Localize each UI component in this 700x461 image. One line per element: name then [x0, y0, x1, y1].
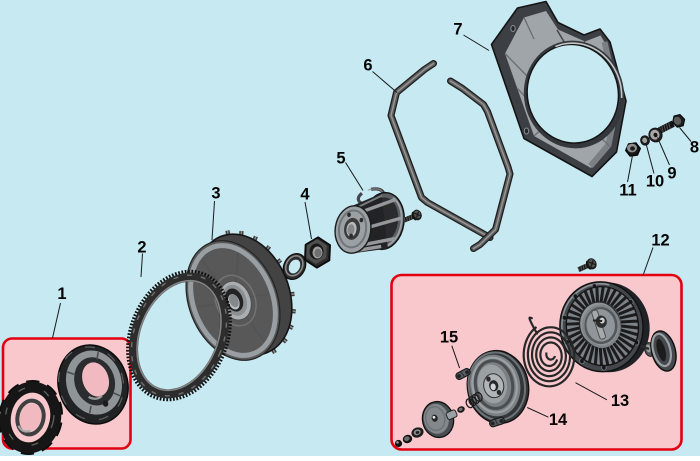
svg-text:11: 11 — [619, 182, 636, 200]
svg-text:3: 3 — [211, 185, 220, 203]
svg-text:6: 6 — [363, 57, 372, 75]
svg-text:4: 4 — [300, 186, 310, 204]
svg-text:5: 5 — [336, 150, 345, 168]
svg-text:14: 14 — [549, 411, 568, 429]
svg-text:13: 13 — [611, 392, 629, 410]
svg-text:12: 12 — [651, 232, 669, 250]
svg-text:9: 9 — [667, 165, 676, 183]
svg-text:8: 8 — [690, 139, 699, 157]
svg-text:15: 15 — [440, 329, 458, 347]
svg-text:7: 7 — [453, 21, 462, 39]
svg-text:10: 10 — [646, 173, 664, 191]
svg-text:1: 1 — [57, 285, 66, 303]
svg-text:2: 2 — [137, 239, 146, 257]
